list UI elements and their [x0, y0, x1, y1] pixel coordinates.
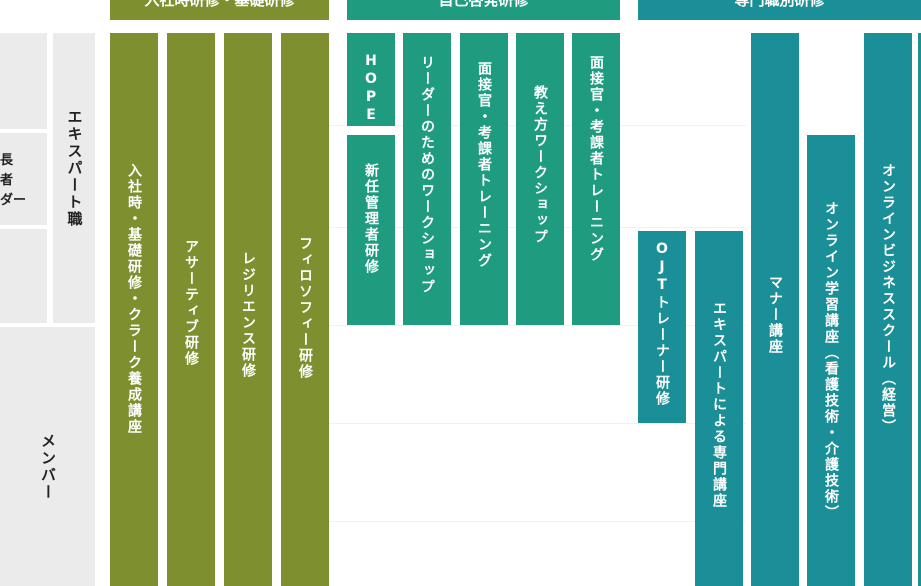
course-interviewer-training-2-label: 面接官・考課者トレーニング — [588, 55, 604, 263]
course-assertive[interactable]: アサーティブ研修 — [167, 33, 215, 586]
course-new-manager-label: 新任管理者研修 — [363, 163, 379, 275]
course-online-learning[interactable]: オンライン学習講座（看護技術・介護技術） — [807, 135, 855, 586]
course-philosophy[interactable]: フィロソフィー研修 — [281, 33, 329, 586]
role-cell-lower — [0, 229, 47, 323]
course-philosophy-label: フィロソフィー研修 — [297, 236, 313, 380]
course-leader-workshop[interactable]: リーダーのためのワークショップ — [403, 33, 451, 325]
course-online-business[interactable]: オンラインビジネススクール（経営） — [864, 33, 912, 586]
course-manners-label: マナー講座 — [767, 275, 783, 355]
course-teaching-workshop-label: 教え方ワークショップ — [532, 85, 548, 245]
course-expert-lecture-label: エキスパートによる専門講座 — [711, 301, 727, 509]
course-clipped-edge — [918, 33, 921, 586]
course-ojt-trainer-label: OJTトレーナー研修 — [654, 241, 670, 407]
course-online-learning-label: オンライン学習講座（看護技術・介護技術） — [823, 201, 839, 521]
header-self-development: 自己啓発研修 — [347, 0, 620, 20]
role-label-leader-2: 者 — [0, 173, 14, 188]
role-label-leader-1: 長 — [0, 153, 14, 168]
row-divider — [316, 423, 746, 424]
course-hope-label: HOPE — [363, 53, 379, 125]
course-assertive-label: アサーティブ研修 — [183, 239, 199, 367]
course-interviewer-training-1[interactable]: 面接官・考課者トレーニング — [460, 33, 508, 325]
role-cell-top — [0, 33, 47, 129]
role-cell-member: メンバー — [0, 327, 95, 586]
header-basic-training: 入社時研修・基礎研修 — [110, 0, 329, 20]
row-divider — [316, 521, 746, 522]
row-divider — [316, 325, 746, 326]
course-ojt-trainer[interactable]: OJTトレーナー研修 — [638, 231, 686, 423]
role-label-expert: エキスパート職 — [65, 109, 84, 228]
course-teaching-workshop[interactable]: 教え方ワークショップ — [516, 33, 564, 325]
role-label-member: メンバー — [39, 433, 57, 501]
role-label-leader-3: ダー — [0, 193, 27, 208]
course-interviewer-training-1-label: 面接官・考課者トレーニング — [476, 61, 492, 269]
course-online-business-label: オンラインビジネススクール（経営） — [880, 163, 896, 435]
course-leader-workshop-label: リーダーのためのワークショップ — [419, 55, 435, 295]
course-resilience-label: レジリエンス研修 — [240, 251, 256, 379]
course-resilience[interactable]: レジリエンス研修 — [224, 33, 272, 586]
course-onboarding-label: 入社時・基礎研修・クラーク養成講座 — [126, 163, 142, 435]
course-hope[interactable]: HOPE — [347, 33, 395, 126]
header-specialized-training: 専門職別研修 — [638, 0, 921, 20]
course-new-manager[interactable]: 新任管理者研修 — [347, 135, 395, 325]
course-interviewer-training-2[interactable]: 面接官・考課者トレーニング — [572, 33, 620, 325]
course-manners[interactable]: マナー講座 — [751, 33, 799, 586]
role-cell-expert: エキスパート職 — [53, 33, 95, 323]
course-expert-lecture[interactable]: エキスパートによる専門講座 — [695, 231, 743, 586]
role-cell-leader: 長 者 ダー — [0, 133, 47, 225]
course-onboarding[interactable]: 入社時・基礎研修・クラーク養成講座 — [110, 33, 158, 586]
